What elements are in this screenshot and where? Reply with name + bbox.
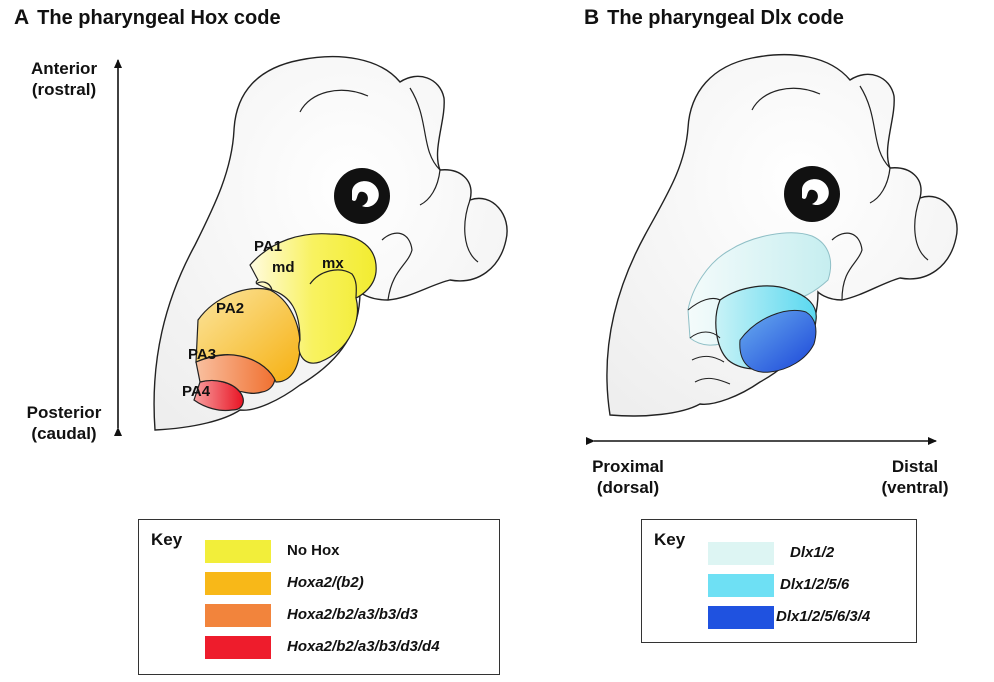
eye-a-lens [352, 181, 379, 208]
panel-b-title: B The pharyngeal Dlx code [584, 6, 844, 30]
embryo-a [153, 55, 508, 431]
label-md: md [272, 259, 295, 276]
hox-key: Key No Hox Hoxa2/(b2) Hoxa2/b2/a3/b3/d3 … [138, 519, 500, 675]
dlx-key-title: Key [654, 530, 686, 549]
hox-key-label-0: No Hox [287, 542, 340, 559]
dlx-key-label-1: Dlx1/2/5/6 [780, 576, 850, 593]
panel-a-title: A The pharyngeal Hox code [14, 6, 281, 30]
mx-md-boundary [309, 269, 357, 299]
dlx-key-swatch-0 [708, 542, 774, 565]
eye-a [334, 168, 390, 224]
hox-key-label-2: Hoxa2/b2/a3/b3/d3 [287, 606, 418, 623]
dlx-key-swatch-1 [708, 574, 774, 597]
dlx-key-label-0: Dlx1/2 [790, 544, 835, 561]
distal-label: Distal (ventral) [870, 456, 960, 498]
pa1-region [249, 233, 377, 364]
panel-b-title-text: The pharyngeal Dlx code [607, 7, 844, 29]
label-mx: mx [322, 255, 344, 272]
label-pa2: PA2 [216, 300, 245, 317]
pa2-region [195, 287, 301, 383]
proximal-text: Proximal [592, 457, 664, 476]
eye-b [784, 166, 840, 222]
label-pa1: PA1 [254, 238, 283, 255]
hox-key-swatch-0 [205, 540, 271, 563]
arch-lines-b [687, 297, 731, 385]
first-cleft-a [255, 281, 273, 291]
label-pa4: PA4 [182, 383, 211, 400]
embryo-b-brain-fold [751, 85, 929, 301]
panel-b-letter: B [584, 6, 600, 29]
panel-a-letter: A [14, 6, 30, 29]
dlx-key-swatch-2 [708, 606, 774, 629]
distal-text: Distal [891, 457, 939, 476]
rostral-text: (rostral) [31, 80, 97, 99]
label-pa3: PA3 [188, 346, 217, 363]
proximal-label: Proximal (dorsal) [582, 456, 674, 498]
caudal-text: (caudal) [31, 424, 97, 443]
embryo-b [606, 53, 958, 417]
anterior-label: Anterior (rostral) [16, 58, 112, 100]
hox-key-label-1: Hoxa2/(b2) [287, 574, 364, 591]
hox-key-title: Key [151, 530, 183, 549]
embryo-a-brain-fold [299, 87, 479, 301]
eye-b-lens [802, 179, 829, 206]
dorsal-text: (dorsal) [596, 478, 660, 497]
posterior-text: Posterior [26, 403, 102, 422]
posterior-label: Posterior (caudal) [14, 402, 114, 444]
dlx-key-label-2: Dlx1/2/5/6/3/4 [776, 608, 871, 625]
ventral-text: (ventral) [881, 478, 949, 497]
dlx125634-region [739, 310, 817, 373]
anterior-text: Anterior [30, 59, 98, 78]
hox-key-swatch-2 [205, 604, 271, 627]
dlx-key: Key Dlx1/2 Dlx1/2/5/6 Dlx1/2/5/6/3/4 [641, 519, 917, 643]
hox-key-label-3: Hoxa2/b2/a3/b3/d3/d4 [287, 638, 440, 655]
hox-key-swatch-3 [205, 636, 271, 659]
panel-a-title-text: The pharyngeal Hox code [37, 7, 281, 29]
hox-key-swatch-1 [205, 572, 271, 595]
